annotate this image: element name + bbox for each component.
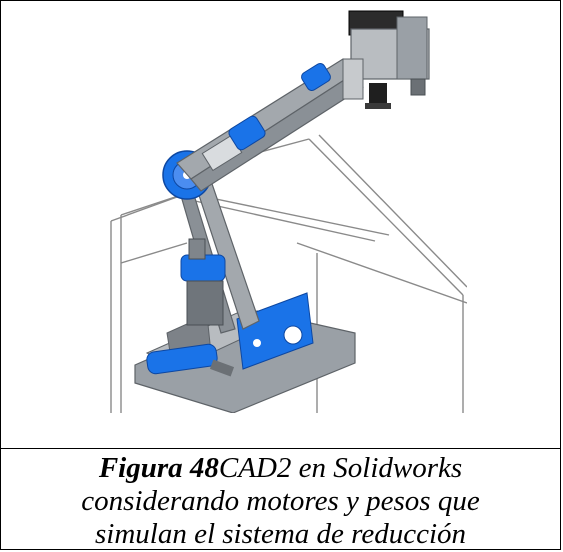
caption-line-2: considerando motores y pesos que [81,485,480,517]
upper-arm [176,58,364,192]
image-cell [1,1,560,449]
caption-line-3: simulan el sistema de reducción [94,518,467,550]
figure-label: Figura 48 [98,452,219,484]
robot-arm-cad-image [110,10,467,413]
lower-arm [178,174,260,334]
figure-caption: Figura 48CAD2 en Solidworks considerando… [1,449,560,551]
caption-title: CAD2 en Solidworks [218,452,463,484]
gripper-housing [342,10,430,109]
caption-line-1: Figura 48CAD2 en Solidworks [1,452,560,485]
